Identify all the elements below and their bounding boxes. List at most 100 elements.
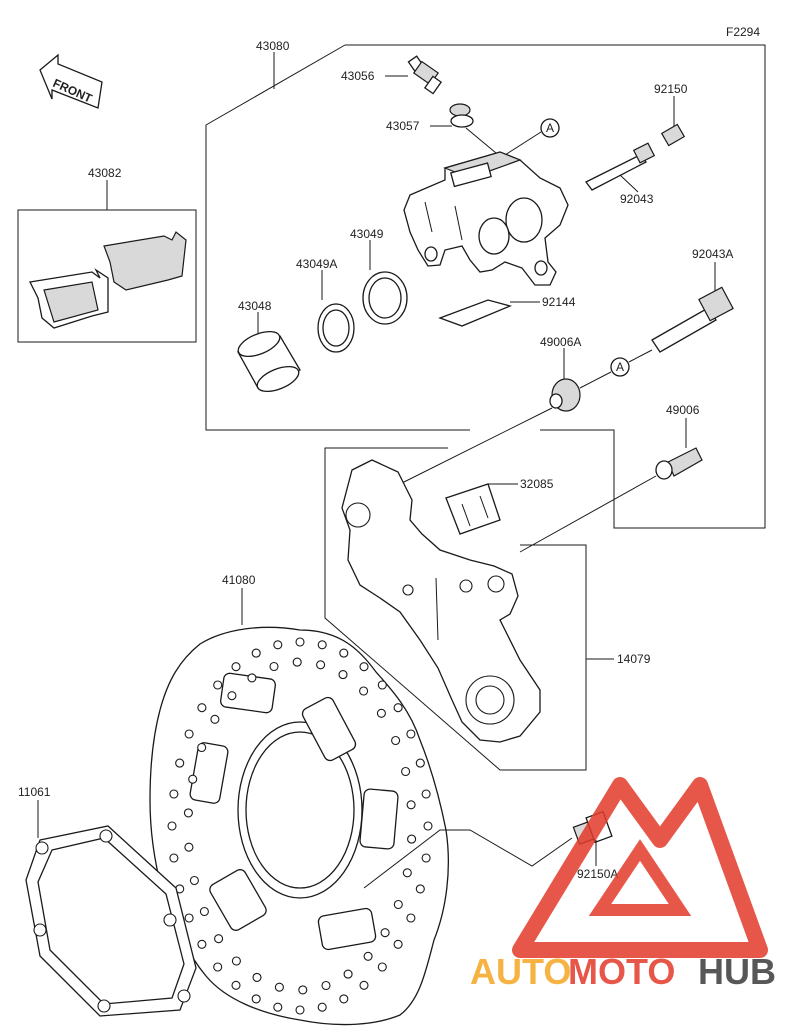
boot-49006 xyxy=(655,447,703,480)
disc-hole xyxy=(359,980,369,990)
disc-hole xyxy=(316,660,326,670)
piston-seal-43049 xyxy=(362,271,408,325)
disc-hole xyxy=(199,906,209,917)
spring-92144 xyxy=(438,299,540,327)
pad-spring-32085 xyxy=(445,483,518,535)
label-43048: 43048 xyxy=(238,299,272,313)
disc-hole xyxy=(169,853,179,863)
leader-92150A xyxy=(363,829,573,889)
disc-hole xyxy=(376,708,386,718)
disc-hole xyxy=(391,735,401,746)
disc-hole xyxy=(343,969,353,979)
disc-hole xyxy=(377,680,387,690)
dust-seal-43049A xyxy=(317,303,355,353)
leader-49006 xyxy=(519,475,657,553)
disc-hole xyxy=(415,758,425,768)
disc-hole xyxy=(363,951,373,961)
disc-hole xyxy=(189,875,199,886)
disc-hole xyxy=(184,729,194,739)
label-43056: 43056 xyxy=(341,69,375,83)
disc-hole xyxy=(183,808,193,818)
disc-hole xyxy=(406,729,416,739)
disc-hole xyxy=(377,962,387,972)
svg-text:A: A xyxy=(616,360,624,374)
brake-pad-43082 xyxy=(29,231,187,329)
diagram-code: F2294 xyxy=(726,25,760,39)
svg-text:A: A xyxy=(546,121,554,135)
label-43082: 43082 xyxy=(88,166,122,180)
label-11061: 11061 xyxy=(18,785,51,799)
label-49006: 49006 xyxy=(666,403,700,417)
disc-hole xyxy=(339,994,349,1004)
disc-hole xyxy=(269,661,279,672)
disc-hole xyxy=(317,640,327,650)
caliper-assembly-frame xyxy=(345,44,766,529)
label-49006A: 49006A xyxy=(540,335,581,349)
disc-hole xyxy=(393,899,403,910)
label-41080: 41080 xyxy=(222,573,256,587)
disc-hole xyxy=(401,766,411,777)
label-43049: 43049 xyxy=(350,227,384,241)
disc-hole xyxy=(251,994,261,1004)
disc-hole xyxy=(407,834,417,844)
piston-43048 xyxy=(237,330,301,393)
slide-pin-92043 xyxy=(585,142,656,193)
disc-hole xyxy=(184,842,194,852)
disc-hole xyxy=(393,703,403,713)
disc-hole xyxy=(273,1002,283,1012)
disc-hole xyxy=(213,962,223,972)
label-43049A: 43049A xyxy=(296,257,337,271)
disc-hole xyxy=(251,648,261,658)
disc-hole xyxy=(247,673,257,683)
disc-hole xyxy=(167,821,177,831)
disc-hole xyxy=(227,691,237,701)
disc-hole xyxy=(393,939,403,949)
gasket-11061 xyxy=(25,825,197,1017)
disc-hole xyxy=(188,774,198,784)
ref-mark-a-mid: A xyxy=(579,349,653,389)
slide-pin-92043A xyxy=(651,286,734,353)
label-32085: 32085 xyxy=(520,477,554,491)
disc-hole xyxy=(197,703,207,713)
disc-hole xyxy=(231,662,241,672)
disc-hole xyxy=(380,928,390,938)
caliper-bracket-14079 xyxy=(341,459,541,743)
logo-text-moto: MOTO xyxy=(568,951,675,992)
front-arrow-icon: FRONT xyxy=(39,53,103,109)
disc-hole xyxy=(359,662,369,672)
logo-text-hub: HUB xyxy=(698,951,776,992)
boot-49006A xyxy=(549,378,581,412)
disc-hole xyxy=(406,800,416,810)
disc-hole xyxy=(252,972,262,982)
disc-hole xyxy=(298,985,308,995)
label-92043A: 92043A xyxy=(692,247,733,261)
disc-hole xyxy=(210,714,220,724)
disc-hole xyxy=(213,680,223,690)
label-43080: 43080 xyxy=(256,39,290,53)
disc-hole xyxy=(295,1005,305,1015)
pin-boot-92150 xyxy=(660,96,686,147)
disc-hole xyxy=(197,939,207,949)
disc-hole xyxy=(292,657,302,667)
brake-disc-41080 xyxy=(149,626,450,1026)
logo-text-auto: AUTO xyxy=(470,951,571,992)
disc-hole xyxy=(295,637,305,647)
cap-43057 xyxy=(430,103,503,159)
disc-hole xyxy=(423,821,433,831)
disc-hole xyxy=(415,884,425,894)
caliper-body xyxy=(403,151,569,286)
disc-hole xyxy=(317,1002,327,1012)
label-92150: 92150 xyxy=(654,82,688,96)
disc-hole xyxy=(406,913,416,923)
disc-hole xyxy=(184,913,194,923)
disc-hole xyxy=(214,934,224,944)
disc-hole xyxy=(231,956,241,966)
ref-mark-a-top: A xyxy=(504,118,560,156)
disc-hole xyxy=(175,758,185,768)
disc-hole xyxy=(421,853,431,863)
leader-49006A xyxy=(399,407,553,485)
disc-hole xyxy=(421,789,431,799)
disc-hole xyxy=(169,789,179,799)
